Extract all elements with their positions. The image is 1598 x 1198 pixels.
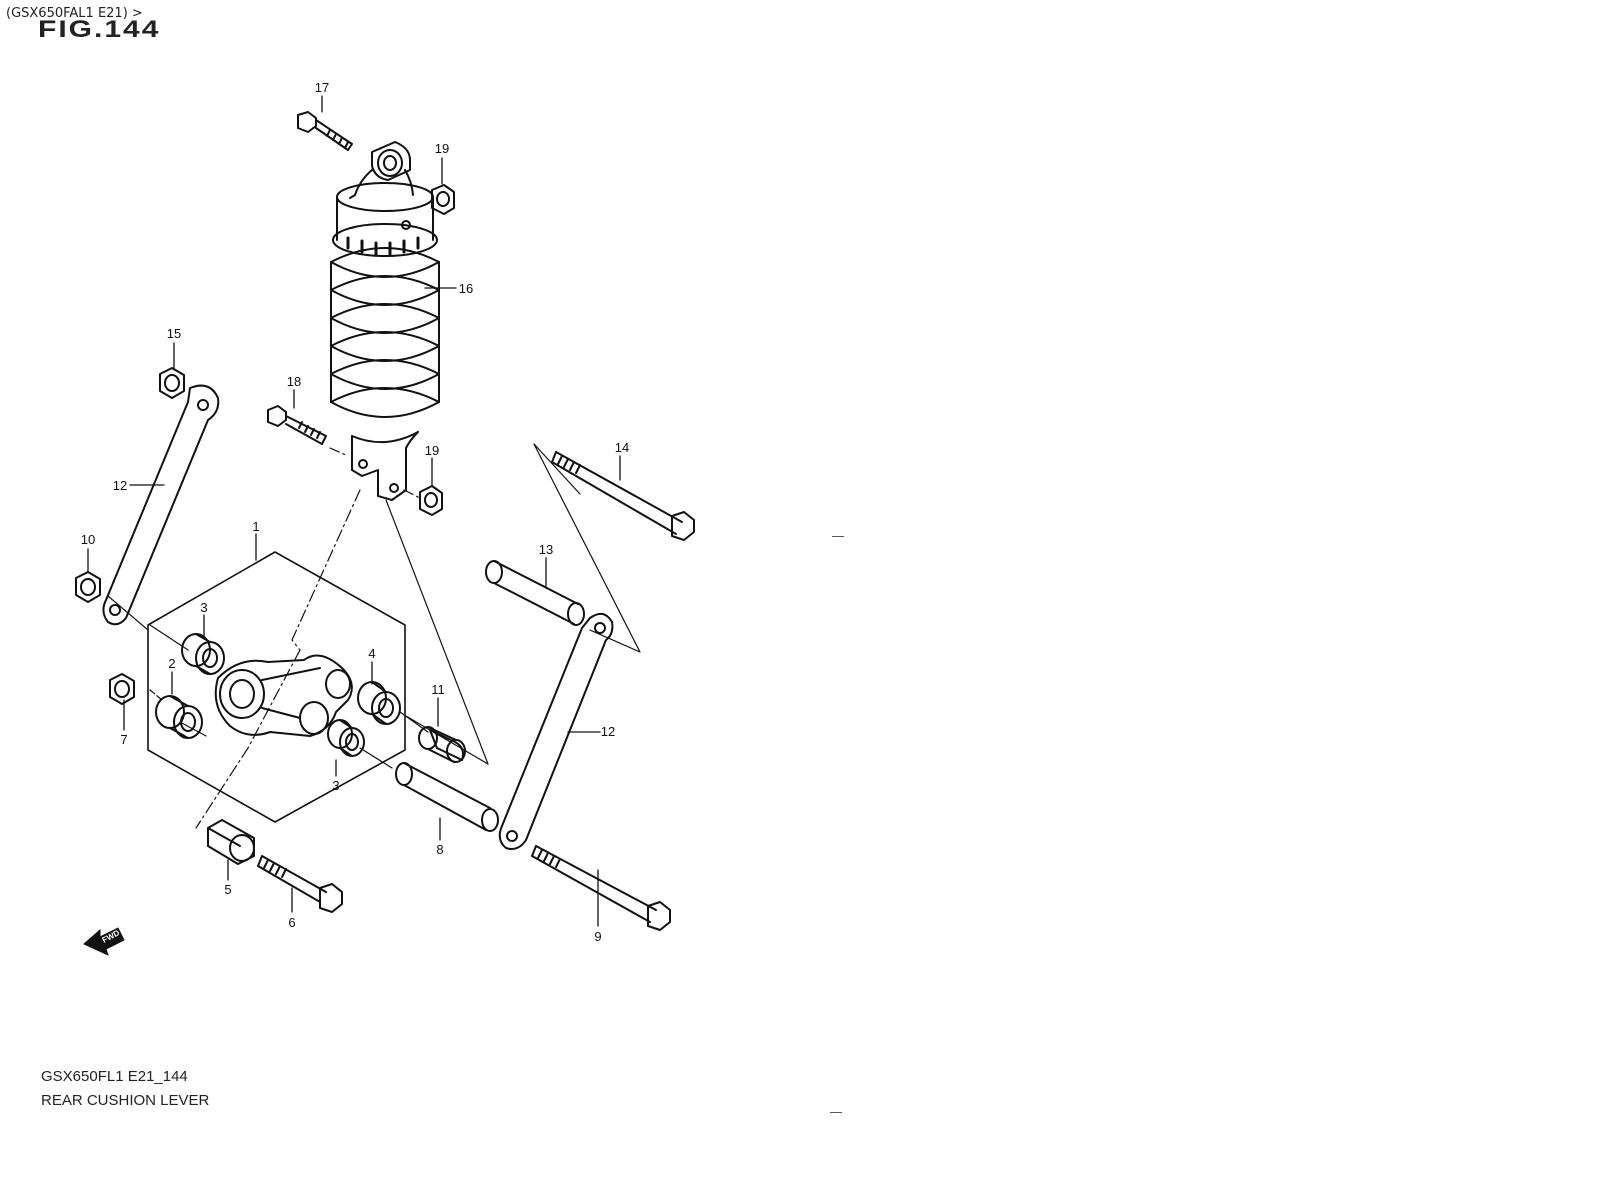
nut-15-part[interactable] <box>159 367 185 399</box>
callout-18[interactable]: 18 <box>287 374 301 389</box>
figure-heading-fragment: FIG.144 <box>38 5 158 42</box>
scan-mark <box>832 536 844 537</box>
callout-8[interactable]: 8 <box>436 842 443 857</box>
spacer-8-part[interactable] <box>395 762 499 832</box>
collar-5-part[interactable] <box>207 819 255 865</box>
bolt-6-part[interactable] <box>257 855 343 913</box>
bearing-2-part[interactable] <box>155 695 203 739</box>
callout-12-left[interactable]: 12 <box>113 478 127 493</box>
cushion-lever-assembly-frame[interactable] <box>147 551 406 823</box>
cushion-rod-12-left-part[interactable] <box>102 384 220 626</box>
callout-1[interactable]: 1 <box>252 519 259 534</box>
bearing-4-part[interactable] <box>357 681 401 725</box>
nut-19-bottom-part[interactable] <box>419 485 443 516</box>
callout-11[interactable]: 11 <box>431 682 445 697</box>
callout-10[interactable]: 10 <box>81 532 95 547</box>
scan-mark <box>830 1112 842 1113</box>
callout-14[interactable]: 14 <box>615 440 629 455</box>
figure-model-code: GSX650FL1 E21_144 <box>41 1068 188 1085</box>
cushion-rod-12-right-part[interactable] <box>498 612 614 850</box>
callout-15[interactable]: 15 <box>167 326 181 341</box>
callout-3-upper[interactable]: 3 <box>200 600 207 615</box>
spacer-13-part[interactable] <box>485 560 585 626</box>
nut-10-part[interactable] <box>75 571 101 603</box>
callout-6[interactable]: 6 <box>288 915 295 930</box>
callout-19-bottom[interactable]: 19 <box>425 443 439 458</box>
callout-17[interactable]: 17 <box>315 80 329 95</box>
nut-7-part[interactable] <box>109 673 135 705</box>
callout-9[interactable]: 9 <box>594 929 601 944</box>
bolt-14-part[interactable] <box>551 451 695 541</box>
figure-title: REAR CUSHION LEVER <box>41 1092 210 1109</box>
callout-3-lower[interactable]: 3 <box>332 778 339 793</box>
callout-4[interactable]: 4 <box>368 646 375 661</box>
breadcrumb[interactable]: (GSX650FAL1 E21) > <box>6 6 143 21</box>
callout-12-right[interactable]: 12 <box>601 724 615 739</box>
figure-heading-text: FIG.144 <box>38 16 161 43</box>
callout-7[interactable]: 7 <box>120 732 127 747</box>
callout-2[interactable]: 2 <box>168 656 175 671</box>
callout-5[interactable]: 5 <box>224 882 231 897</box>
bolt-18-part[interactable] <box>267 405 327 445</box>
nut-19-top-part[interactable] <box>431 184 455 215</box>
bearing-3-lower-part[interactable] <box>327 719 365 757</box>
cushion-lever-part[interactable] <box>214 654 353 737</box>
callout-16[interactable]: 16 <box>459 281 473 296</box>
spacer-11-part[interactable] <box>418 726 466 763</box>
bolt-9-part[interactable] <box>531 845 671 931</box>
forward-arrow-icon: FWD <box>83 927 125 956</box>
shock-top-bushing[interactable] <box>371 141 411 181</box>
shock-absorber-part[interactable] <box>330 169 440 501</box>
bolt-17-part[interactable] <box>297 111 353 151</box>
callout-13[interactable]: 13 <box>539 542 553 557</box>
bearing-3-upper-part[interactable] <box>181 633 225 675</box>
callout-19-top[interactable]: 19 <box>435 141 449 156</box>
